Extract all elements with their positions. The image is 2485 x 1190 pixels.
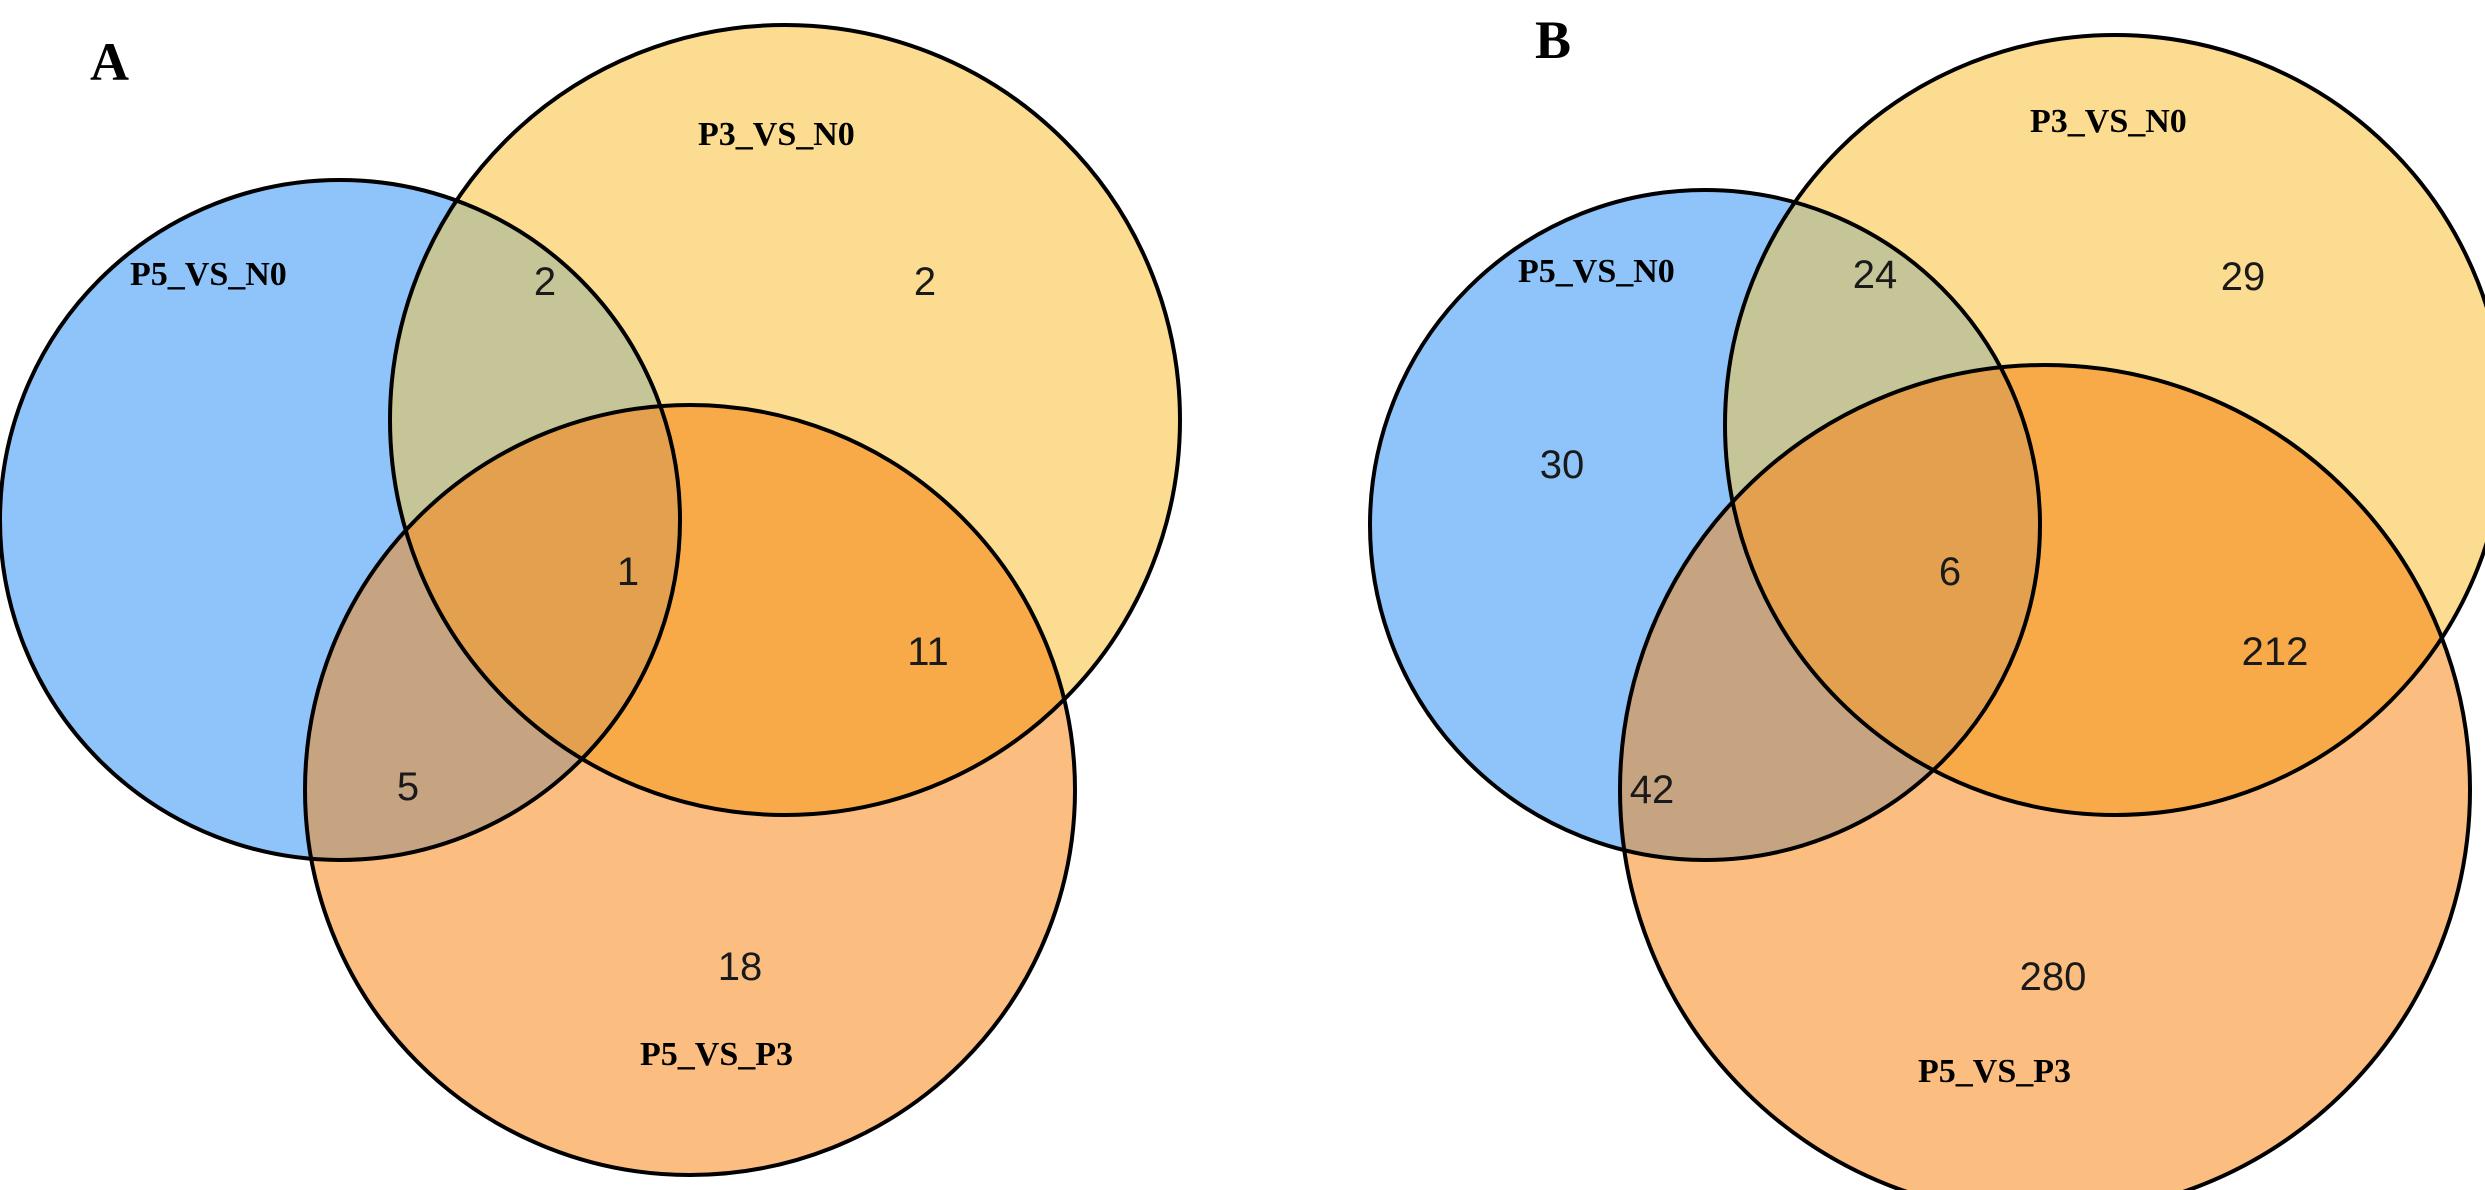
region-fill-all-three xyxy=(1725,365,2040,815)
panel-letter: A xyxy=(90,32,129,92)
set-label-a: P5_VS_N0 xyxy=(1518,253,1675,290)
set-a-outline xyxy=(1368,188,2042,862)
set-a-outline xyxy=(0,178,682,862)
set-label-c: P5_VS_P3 xyxy=(1918,1053,2071,1090)
count-all-three: 6 xyxy=(1939,550,1961,594)
venn-panel-b: B P5_VS_N0 P3_VS_N0 P5_VS_P3 30 24 29 xyxy=(1368,10,2485,1190)
set-label-b: P3_VS_N0 xyxy=(698,116,855,153)
venn-panel-a: A P5_VS_N0 P3_VS_N0 P5_VS_P3 2 2 xyxy=(0,23,1182,1177)
set-c-outline xyxy=(1618,363,2472,1190)
count-c-only: 18 xyxy=(718,945,763,989)
count-a-only: 30 xyxy=(1540,443,1585,487)
region-fill-all-three xyxy=(390,405,680,815)
count-b-only: 2 xyxy=(914,260,936,304)
count-a-and-b: 2 xyxy=(534,260,556,304)
set-b-outline xyxy=(1723,33,2485,817)
count-b-only: 29 xyxy=(2221,255,2266,299)
count-all-three: 1 xyxy=(617,550,639,594)
count-a-and-b: 24 xyxy=(1853,253,1898,297)
set-b-outline xyxy=(388,23,1182,817)
set-c-outline xyxy=(303,403,1077,1177)
set-label-c: P5_VS_P3 xyxy=(640,1036,793,1073)
count-b-and-c: 11 xyxy=(907,630,949,674)
panel-letter: B xyxy=(1535,10,1571,70)
set-label-b: P3_VS_N0 xyxy=(2030,103,2187,140)
set-label-a: P5_VS_N0 xyxy=(130,256,287,293)
count-b-and-c: 212 xyxy=(2242,630,2309,674)
count-a-and-c: 5 xyxy=(397,765,419,809)
count-a-and-c: 42 xyxy=(1630,768,1675,812)
count-c-only: 280 xyxy=(2020,955,2087,999)
